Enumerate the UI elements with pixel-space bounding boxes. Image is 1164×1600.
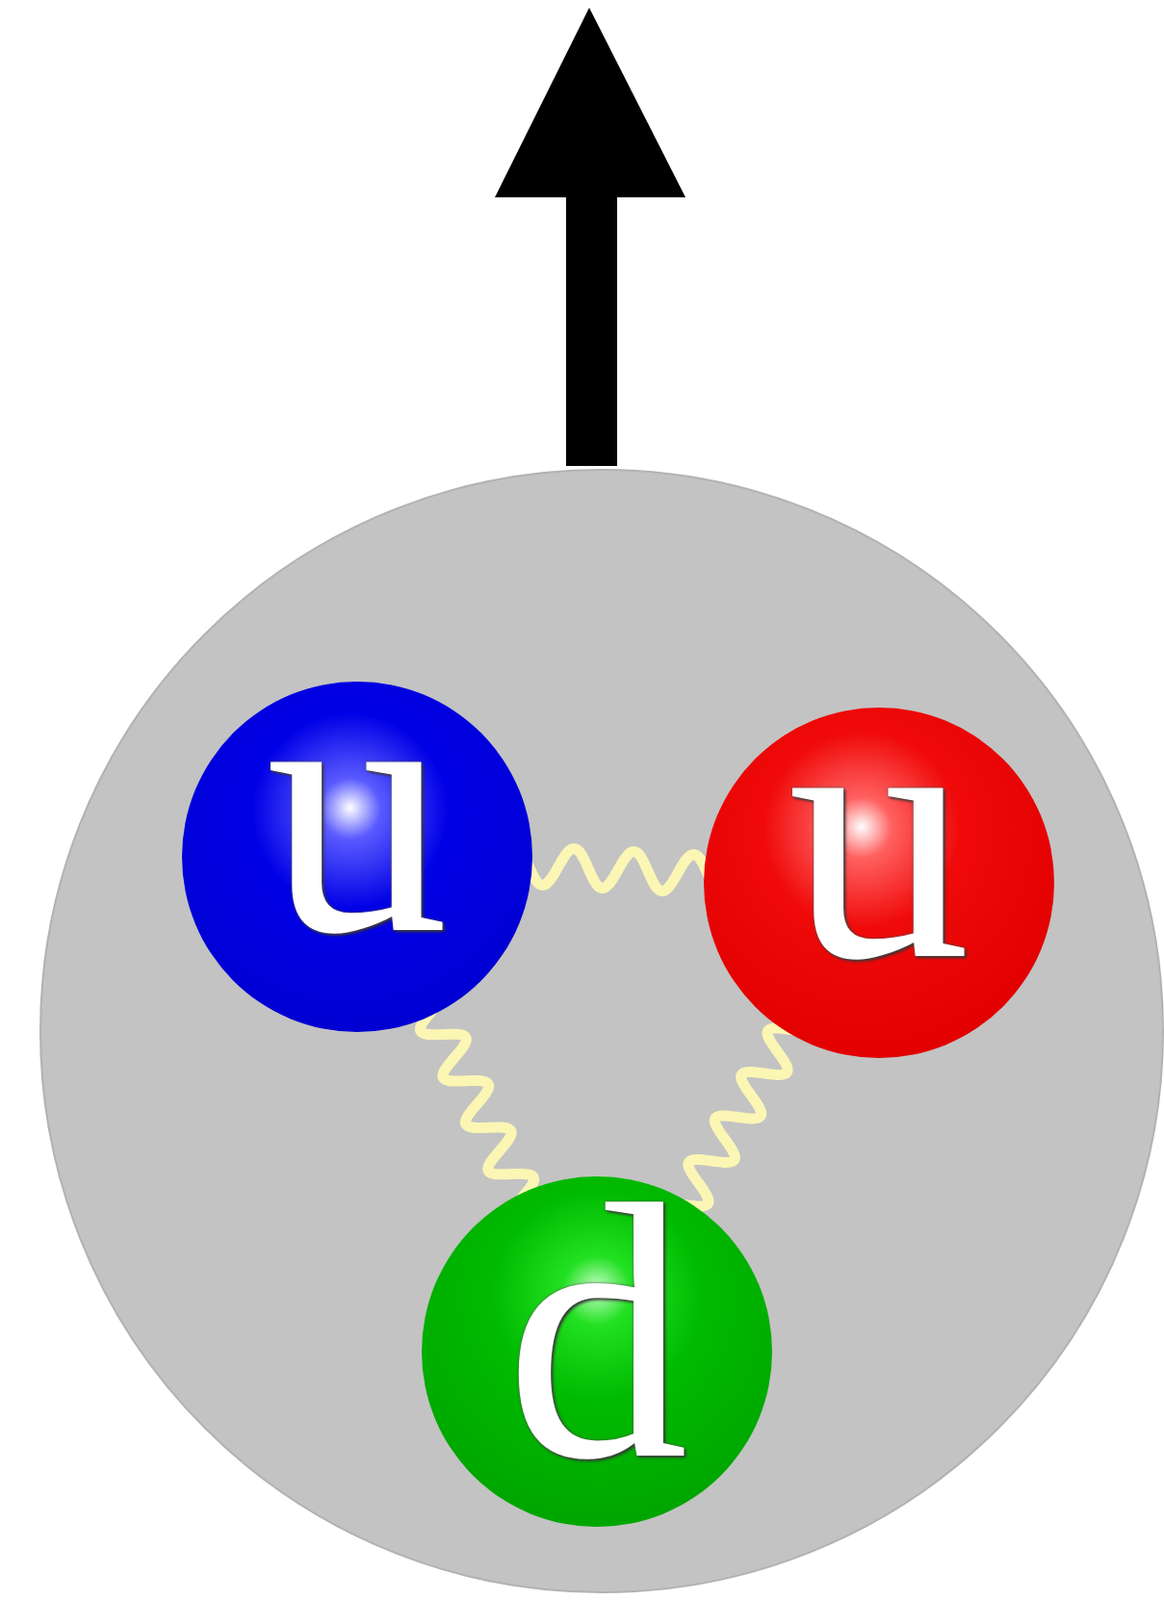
quark-ball: u (181, 681, 533, 1033)
gluon-line (528, 848, 708, 891)
spin-arrow-head (494, 7, 686, 198)
quark-ball: d (421, 1176, 773, 1527)
quark-letter: u (787, 649, 971, 1016)
quark-letter: u (265, 623, 449, 990)
spin-arrow-shaft (566, 192, 618, 466)
proton-body (40, 469, 1164, 1593)
quark-letter: d (505, 1149, 689, 1516)
gluon-line (685, 1028, 791, 1207)
quark-ball: u (703, 707, 1055, 1059)
